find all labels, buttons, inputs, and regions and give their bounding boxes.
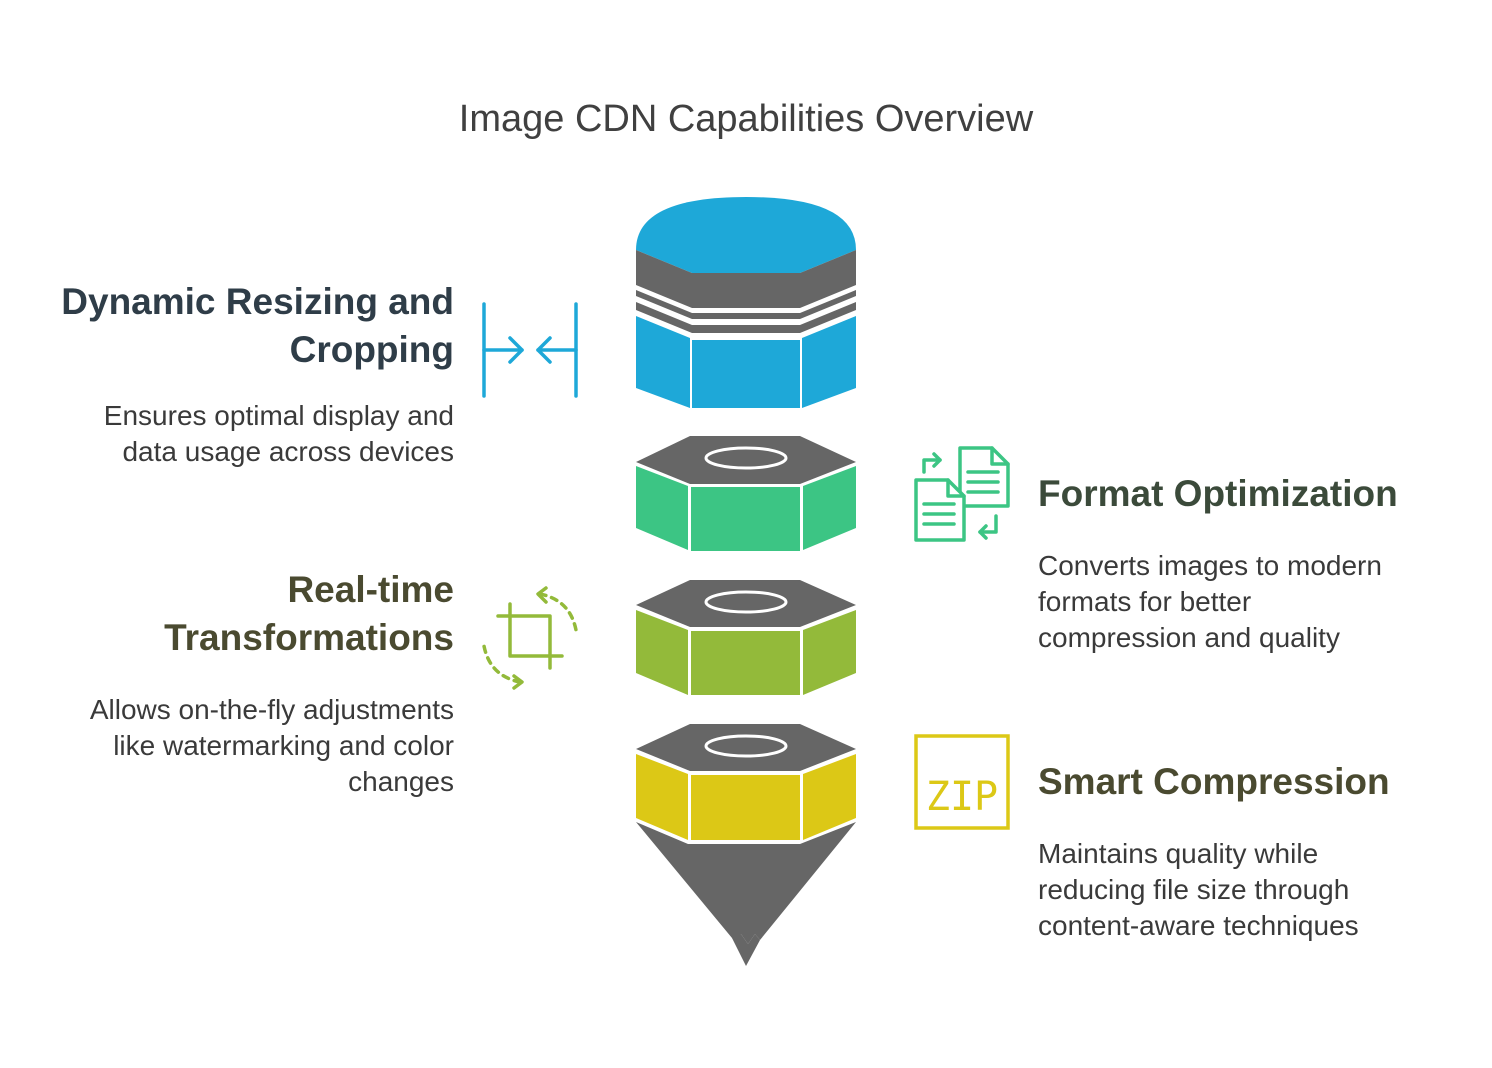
transformations-desc-line1: Allows on-the-fly adjustments [89,694,454,725]
resizing-heading-line2: Cropping [289,329,454,370]
compression-desc-line1: Maintains quality while [1038,838,1319,869]
pencil-tip [636,822,856,966]
format-description: Converts images to modern formats for be… [1038,548,1478,656]
format-desc-line1: Converts images to modern [1038,550,1382,581]
format-desc-line2: formats for better [1038,586,1252,617]
resizing-description: Ensures optimal display and data usage a… [40,398,454,470]
compression-heading: Smart Compression [1038,761,1390,802]
format-desc-line3: compression and quality [1038,622,1340,653]
transformations-heading: Real-time Transformations [40,566,454,662]
document-convert-icon [914,446,1010,542]
format-heading: Format Optimization [1038,473,1398,514]
compression-desc-line2: reducing file size through [1038,874,1350,905]
transformations-heading-line1: Real-time [287,569,454,610]
lime-segment [636,580,856,695]
blue-segment [636,197,856,408]
transformations-heading-line2: Transformations [164,617,454,658]
zip-label: ZIP [926,774,998,820]
zip-file-icon: ZIP [914,734,1010,830]
compression-description: Maintains quality while reducing file si… [1038,836,1478,944]
compression-desc-line3: content-aware techniques [1038,910,1359,941]
yellow-segment [636,724,856,840]
green-segment [636,436,856,551]
resize-arrows-icon [482,302,578,398]
diagram-title: Image CDN Capabilities Overview [458,98,1034,140]
resizing-heading-line1: Dynamic Resizing and [61,281,454,322]
resizing-heading: Dynamic Resizing and Cropping [40,278,454,374]
resizing-desc-line2: data usage across devices [122,436,454,467]
crop-rotate-icon [482,586,578,690]
transformations-desc-line2: like watermarking and color [113,730,454,761]
transformations-desc-line3: changes [348,766,454,797]
transformations-description: Allows on-the-fly adjustments like water… [20,692,454,800]
resizing-desc-line1: Ensures optimal display and [103,400,454,431]
